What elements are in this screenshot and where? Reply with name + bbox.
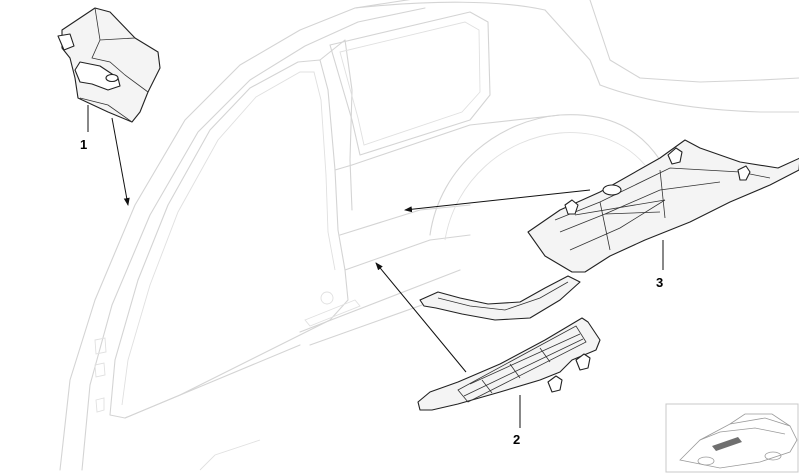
thumbnail-highlight [712,437,742,451]
part-1-pillar-insert [57,7,161,123]
vehicle-body-outline [59,0,799,471]
part-2-lower-grid-panel [417,317,601,411]
callout-2: 2 [513,432,520,447]
callout-1: 1 [80,137,87,152]
leader-lines [87,105,664,428]
leader-2-arrow [375,262,467,373]
leader-1-arrow [111,117,130,206]
thumbnail-frame [665,403,799,473]
leader-3-arrow [404,189,591,213]
part-3-frame-insulator [419,139,799,321]
vehicle-locator-thumbnail [665,403,799,473]
callout-labels: 1 2 3 [80,137,663,447]
callout-3: 3 [656,275,663,290]
